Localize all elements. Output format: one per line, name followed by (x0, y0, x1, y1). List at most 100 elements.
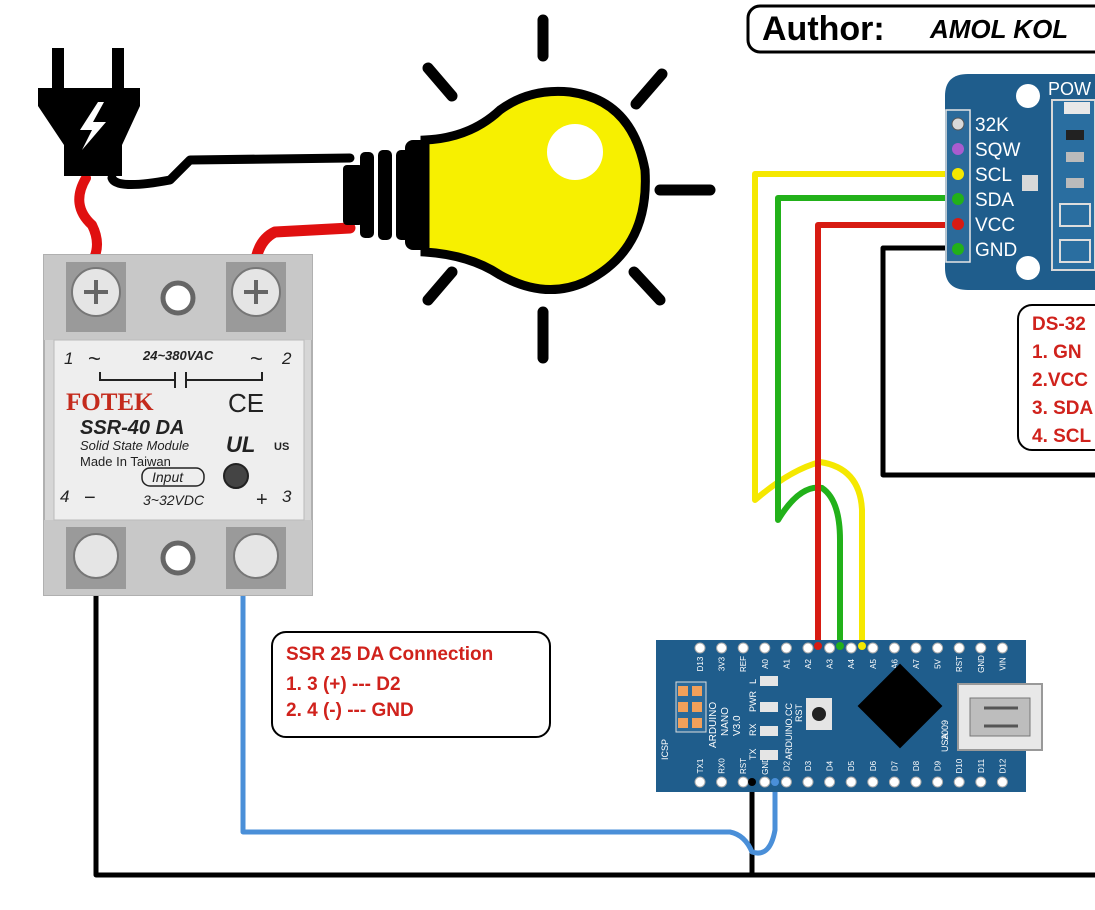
power-plug (38, 48, 140, 176)
nano-top-pin-label: 3V3 (718, 656, 727, 671)
rtc-note-box (1017, 304, 1095, 451)
vcc-red-wire (815, 222, 961, 649)
rtc-smd-pad (1022, 175, 1038, 191)
nano-bottom-pin (716, 776, 728, 788)
nano-bottom-pin-label: GND (761, 757, 770, 775)
nano-top-pin (953, 642, 965, 654)
rtc-pin-scl (952, 168, 964, 180)
nano-led-rx (760, 726, 778, 736)
author-name: AMOL KOL (929, 14, 1068, 44)
nano-top-pin (802, 642, 814, 654)
rtc-power-label: POW (1048, 79, 1091, 99)
nano-led-label-pwr: PWR (748, 691, 758, 712)
rtc-pin-label-sda: SDA (975, 190, 1014, 211)
nano-top-pin (780, 642, 792, 654)
nano-led-label-tx: TX (748, 748, 758, 760)
nano-top-pin (910, 642, 922, 654)
rtc-pin-sda (952, 193, 964, 205)
bulb-base-ring-1 (360, 152, 374, 238)
ssr-terminal-3-label: 3 (282, 487, 292, 506)
rtc-pin-label-gnd: GND (975, 240, 1017, 261)
nano-led-label-rx: RX (748, 723, 758, 736)
nano-bottom-pin-label: D2 (782, 760, 791, 771)
ssr-tilde-left: ~ (88, 346, 101, 371)
rtc-note-line-1: 1. GN (1032, 342, 1082, 363)
nano-led-pwr (760, 702, 778, 712)
rtc-pin-label-vcc: VCC (975, 215, 1015, 236)
bulb-glass (420, 86, 650, 295)
nano-bottom-pin (996, 776, 1008, 788)
nano-top-pin-label: 5V (934, 658, 943, 668)
rtc-resistor-3 (1066, 178, 1084, 188)
ssr-note-title: SSR 25 DA Connection (286, 644, 493, 665)
nano-top-pin (824, 642, 836, 654)
ssr-relay: 1 ~ 24~380VAC ~ 2 FOTEK CE SSR-40 DA Sol… (43, 254, 313, 596)
nano-gnd-endpoint (748, 778, 756, 786)
nano-version: V3.0 (732, 715, 743, 736)
bulb-base-ring-2 (378, 150, 392, 240)
ssr-ul-mark: UL (226, 432, 255, 457)
nano-led-label-l: L (748, 679, 758, 684)
plug-pin-right (112, 48, 124, 96)
ssr-terminal-2-label: 2 (281, 349, 292, 368)
nano-top-pin-label: D13 (696, 656, 705, 671)
nano-bottom-pin (780, 776, 792, 788)
bulb-highlight (547, 124, 603, 180)
nano-top-pin-label: A2 (804, 659, 813, 669)
nano-sub: NANO (720, 707, 731, 736)
rtc-gnd-wire (880, 245, 1095, 478)
ssr-mount-hole-bottom (160, 540, 196, 576)
nano-icsp-label: ICSP (660, 739, 670, 760)
rtc-chip-outline-2 (1059, 239, 1091, 263)
nano-bottom-pin (737, 776, 749, 788)
nano-reset-button-cap (812, 707, 826, 721)
nano-bottom-pin (867, 776, 879, 788)
nano-bottom-pin-label: RST (739, 758, 748, 774)
light-rays (422, 14, 716, 364)
ssr-screw-4 (73, 533, 119, 579)
ssr-note-line-1: 1. 3 (+) --- D2 (286, 674, 401, 695)
nano-bottom-pin (824, 776, 836, 788)
nano-wire-endpoints (748, 642, 866, 786)
mains-red-wire (74, 173, 102, 267)
rtc-connection-note: DS-32 1. GN 2.VCC 3. SDA 4. SCL (1017, 304, 1095, 451)
nano-bottom-pin-label: D12 (998, 758, 1007, 773)
nano-a5-endpoint (858, 642, 866, 650)
light-ray-top-left (422, 62, 458, 102)
rtc-pin-vcc (952, 218, 964, 230)
light-ray-top-right (630, 68, 668, 110)
rtc-mount-hole-top (1016, 84, 1040, 108)
nano-top-pin (716, 642, 728, 654)
lightning-icon (80, 102, 106, 150)
author-label: Author: (762, 10, 885, 48)
ssr-plus-sign: + (256, 489, 268, 511)
ssr-input-label: Input (152, 469, 184, 485)
ssr-dc-range: 3~32VDC (143, 492, 205, 508)
nano-led-tx (760, 750, 778, 760)
ssr-ac-range: 24~380VAC (142, 348, 214, 363)
nano-top-pin-label: A6 (890, 659, 899, 669)
ssr-indicator-led (223, 463, 249, 489)
nano-top-pin-label: A1 (782, 659, 791, 669)
nano-top-pin (759, 642, 771, 654)
ssr-mount-hole-top (160, 280, 196, 316)
nano-bottom-pin (953, 776, 965, 788)
nano-bottom-pin-label: D10 (955, 758, 964, 773)
nano-top-pin (975, 642, 987, 654)
nano-bottom-pin (759, 776, 771, 788)
ssr-tilde-right: ~ (250, 346, 263, 371)
nano-bottom-pin (910, 776, 922, 788)
nano-top-pin (888, 642, 900, 654)
nano-top-pin-label: A3 (826, 659, 835, 669)
rtc-power-led (1064, 102, 1090, 114)
nano-top-pin (932, 642, 944, 654)
nano-a4-endpoint (836, 642, 844, 650)
rtc-resistor-1 (1066, 130, 1084, 140)
nano-bottom-pin (845, 776, 857, 788)
rtc-pin-32k (951, 117, 965, 131)
